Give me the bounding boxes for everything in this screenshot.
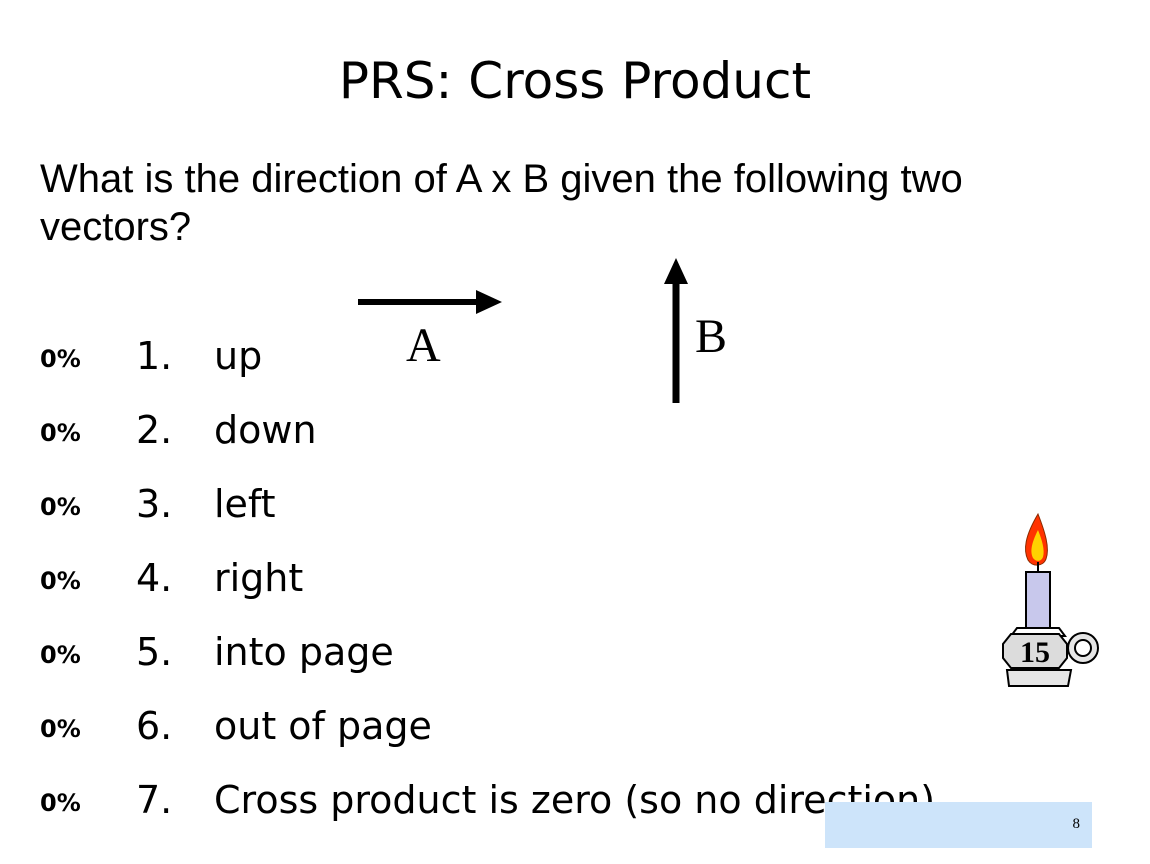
answer-option-4[interactable]: 0% 4. right bbox=[40, 548, 1040, 608]
page-number: 8 bbox=[1072, 816, 1081, 832]
answer-percent: 0% bbox=[40, 493, 81, 521]
vector-b-label: B bbox=[695, 310, 728, 363]
answer-number: 3. bbox=[136, 482, 173, 526]
vector-a-arrow bbox=[358, 290, 502, 314]
answer-percent: 0% bbox=[40, 789, 81, 817]
answer-number: 4. bbox=[136, 556, 173, 600]
answer-number: 6. bbox=[136, 704, 173, 748]
answer-text: out of page bbox=[214, 704, 432, 748]
answer-text: up bbox=[214, 334, 263, 378]
answer-percent: 0% bbox=[40, 345, 81, 373]
answer-text: right bbox=[214, 556, 304, 600]
answer-text: left bbox=[214, 482, 276, 526]
answer-percent: 0% bbox=[40, 419, 81, 447]
answer-option-7[interactable]: 0% 7. Cross product is zero (so no direc… bbox=[40, 770, 1040, 830]
answer-text: into page bbox=[214, 630, 394, 674]
answer-option-1[interactable]: 0% 1. up bbox=[40, 326, 1040, 386]
answer-percent: 0% bbox=[40, 641, 81, 669]
answer-option-6[interactable]: 0% 6. out of page bbox=[40, 696, 1040, 756]
question-text: What is the direction of A x B given the… bbox=[40, 157, 963, 249]
answer-percent: 0% bbox=[40, 567, 81, 595]
answer-option-3[interactable]: 0% 3. left bbox=[40, 474, 1040, 534]
answer-option-2[interactable]: 0% 2. down bbox=[40, 400, 1040, 460]
candle-countdown-icon: 15 bbox=[1002, 512, 1099, 687]
answer-percent: 0% bbox=[40, 715, 81, 743]
answer-number: 5. bbox=[136, 630, 173, 674]
answer-text: Cross product is zero (so no direction) bbox=[214, 778, 936, 822]
page-number-box: 8 bbox=[825, 802, 1092, 848]
slide-title: PRS: Cross Product bbox=[338, 52, 812, 110]
answer-number: 7. bbox=[136, 778, 173, 822]
answer-number: 2. bbox=[136, 408, 173, 452]
vector-a-label: A bbox=[406, 319, 441, 372]
answer-number: 1. bbox=[136, 334, 173, 378]
timer-seconds: 15 bbox=[1020, 636, 1050, 669]
answer-option-5[interactable]: 0% 5. into page bbox=[40, 622, 1040, 682]
answer-text: down bbox=[214, 408, 317, 452]
